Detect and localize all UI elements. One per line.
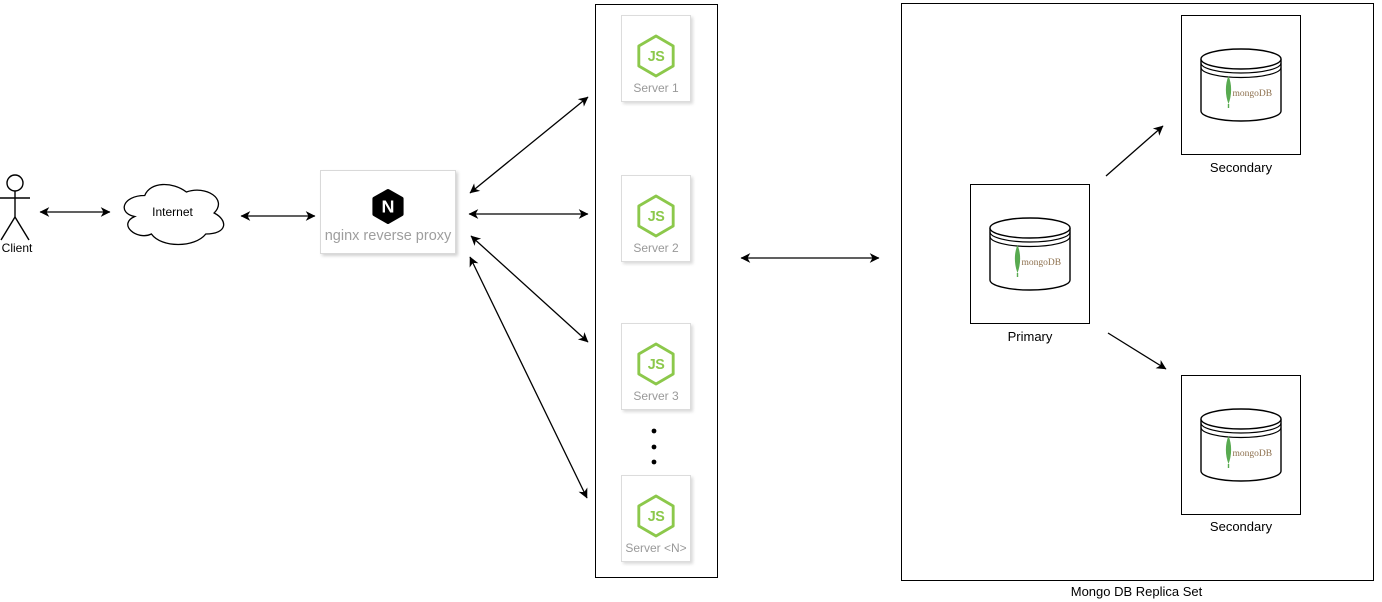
server-label: Server 1 [633,81,679,95]
server-box-3: JS Server 3 [621,323,691,410]
svg-text:JS: JS [648,357,665,373]
secondary-label: Secondary [1209,160,1273,175]
mongo-node-secondary-bottom: mongoDB [1181,375,1301,515]
secondary-label: Secondary [1209,519,1273,534]
mongo-replica-set-title: Mongo DB Replica Set [1070,584,1203,599]
server-box-1: JS Server 1 [621,15,691,102]
primary-label: Primary [1007,329,1053,344]
nginx-icon: N [372,189,404,224]
mongo-node-primary: mongoDB [970,184,1090,324]
mongo-node-secondary-top: mongoDB [1181,15,1301,155]
server-box-2: JS Server 2 [621,175,691,262]
nginx-label: nginx reverse proxy [324,228,452,244]
server-label: Server <N> [625,541,687,555]
svg-text:N: N [382,197,395,217]
svg-text:JS: JS [648,509,665,525]
mongo-replica-set-container [901,3,1374,581]
svg-text:JS: JS [648,49,665,65]
internet-label: Internet [152,205,193,219]
svg-text:mongoDB: mongoDB [1233,89,1273,99]
nodejs-icon: JS [637,342,675,386]
nodejs-icon: JS [637,194,675,238]
arrow-nginx-server1 [469,96,589,194]
nginx-box: N nginx reverse proxy [320,170,456,254]
client-label: Client [1,241,33,255]
svg-text:JS: JS [648,209,665,225]
mongodb-cylinder-icon: mongoDB [1200,48,1282,122]
mongodb-cylinder-icon: mongoDB [989,217,1071,291]
arrow-nginx-serverN [469,256,588,499]
arrow-nginx-server3 [470,235,589,343]
nodejs-icon: JS [637,34,675,78]
svg-text:mongoDB: mongoDB [1022,258,1062,268]
servers-container [595,4,718,578]
svg-text:mongoDB: mongoDB [1233,449,1273,459]
mongodb-cylinder-icon: mongoDB [1200,408,1282,482]
server-box-n: JS Server <N> [621,475,691,562]
server-label: Server 2 [633,241,679,255]
client-figure [0,174,30,241]
server-label: Server 3 [633,389,679,403]
nodejs-icon: JS [637,494,675,538]
